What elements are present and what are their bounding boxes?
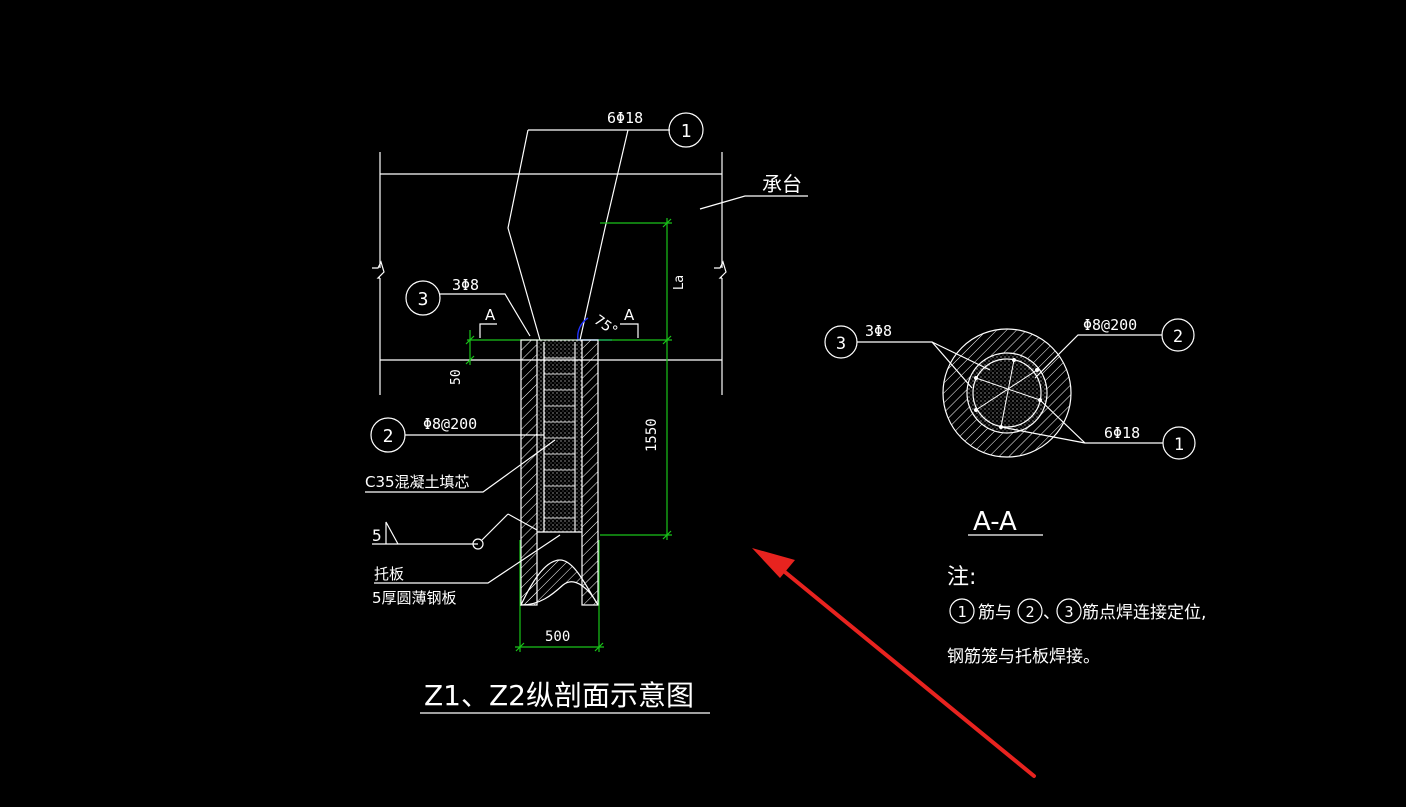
- bar3-number: 3: [418, 289, 429, 310]
- aa-bar1-leader-2: [1000, 426, 1086, 444]
- aa-bar3-label: 3Φ8: [865, 322, 892, 340]
- dim-500: 500: [545, 629, 570, 645]
- note-line1-sep: 、: [1043, 603, 1060, 623]
- aa-bar2-label: Φ8@200: [1083, 316, 1137, 334]
- section-mark-right: [620, 323, 639, 338]
- weld-label: 5: [372, 526, 382, 545]
- plate-leader: [374, 534, 561, 584]
- aa-bar1-label: 6Φ18: [1104, 424, 1140, 442]
- aa-title: A-A: [973, 507, 1017, 537]
- aa-bar3-leader-2: [931, 341, 991, 371]
- angle-label: 75°: [591, 312, 621, 339]
- weld-leader-2: [507, 513, 538, 531]
- notes-heading: 注:: [947, 565, 976, 590]
- bar1-callout-circle: [668, 112, 704, 148]
- bar2-number: 2: [383, 426, 394, 447]
- dim-1550: 1550: [644, 418, 660, 452]
- note-circle-1-label: 1: [957, 603, 966, 621]
- pile-cap: [372, 152, 727, 395]
- note-circle-3: [1056, 598, 1082, 624]
- cross-section-aa: [942, 328, 1072, 458]
- note-line1-b: 筋点焊连接定位,: [1082, 603, 1206, 623]
- angle-arc: [577, 317, 589, 341]
- aa-bar2-leader: [1034, 334, 1162, 379]
- aa-bar3-number: 3: [836, 334, 846, 354]
- note-circle-2: [1017, 598, 1043, 624]
- concrete-label: C35混凝土填芯: [365, 473, 470, 491]
- weld-leader: [481, 513, 509, 541]
- bar1-label: 6Φ18: [607, 109, 643, 127]
- cap-label: 承台: [762, 172, 802, 196]
- section-mark-left: [479, 323, 497, 338]
- dim-50: 50: [449, 369, 464, 385]
- bar3-leader: [440, 293, 531, 337]
- red-arrow-annotation: [752, 548, 1036, 778]
- bar1-number: 1: [681, 121, 692, 142]
- la-label: La: [672, 275, 687, 290]
- pile-section: [520, 339, 599, 606]
- bar3-label: 3Φ8: [452, 276, 479, 294]
- cap-leader: [699, 195, 808, 210]
- main-bars: [507, 129, 670, 341]
- aa-bar1-number: 1: [1174, 435, 1184, 455]
- concrete-leader: [365, 439, 556, 493]
- bar2-label: Φ8@200: [423, 415, 477, 433]
- aa-bar2-number: 2: [1173, 327, 1183, 347]
- main-title: Z1、Z2纵剖面示意图: [424, 679, 694, 712]
- note-circle-1: [949, 598, 975, 624]
- note-circle-2-label: 2: [1025, 603, 1034, 621]
- bar3-callout-circle: [405, 280, 441, 316]
- note-line1-a: 筋与: [978, 603, 1012, 623]
- weld-symbol: [385, 521, 399, 545]
- note-line2: 钢筋笼与托板焊接。: [947, 647, 1100, 667]
- plate-label-2: 5厚圆薄钢板: [372, 589, 457, 607]
- section-mark-left-label: A: [485, 306, 496, 324]
- section-mark-right-label: A: [624, 306, 635, 324]
- plate-label-1: 托板: [374, 565, 404, 583]
- note-circle-3-label: 3: [1064, 603, 1073, 621]
- weld-all-around-circle: [472, 538, 484, 550]
